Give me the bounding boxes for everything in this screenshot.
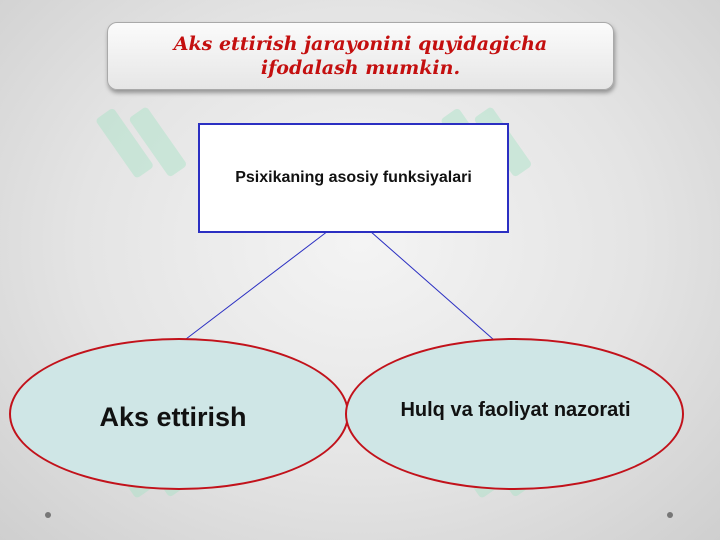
root-node-box: Psixikaning asosiy funksiyalari bbox=[198, 123, 509, 233]
corner-dot-right bbox=[667, 512, 673, 518]
child-node-right-label: Hulq va faoliyat nazorati bbox=[400, 398, 631, 421]
root-node-label: Psixikaning asosiy funksiyalari bbox=[235, 169, 472, 186]
connector-right bbox=[369, 230, 495, 341]
child-node-left-label: Aks ettirish bbox=[99, 401, 247, 432]
corner-dot-left bbox=[45, 512, 51, 518]
child-node-left: Aks ettirish bbox=[9, 338, 349, 490]
child-node-right: Hulq va faoliyat nazorati bbox=[345, 338, 684, 490]
slide-title: Aks ettirish jarayonini quyidagicha ifod… bbox=[173, 33, 548, 79]
title-box: Aks ettirish jarayonini quyidagicha ifod… bbox=[107, 22, 614, 90]
connector-left bbox=[185, 230, 329, 340]
